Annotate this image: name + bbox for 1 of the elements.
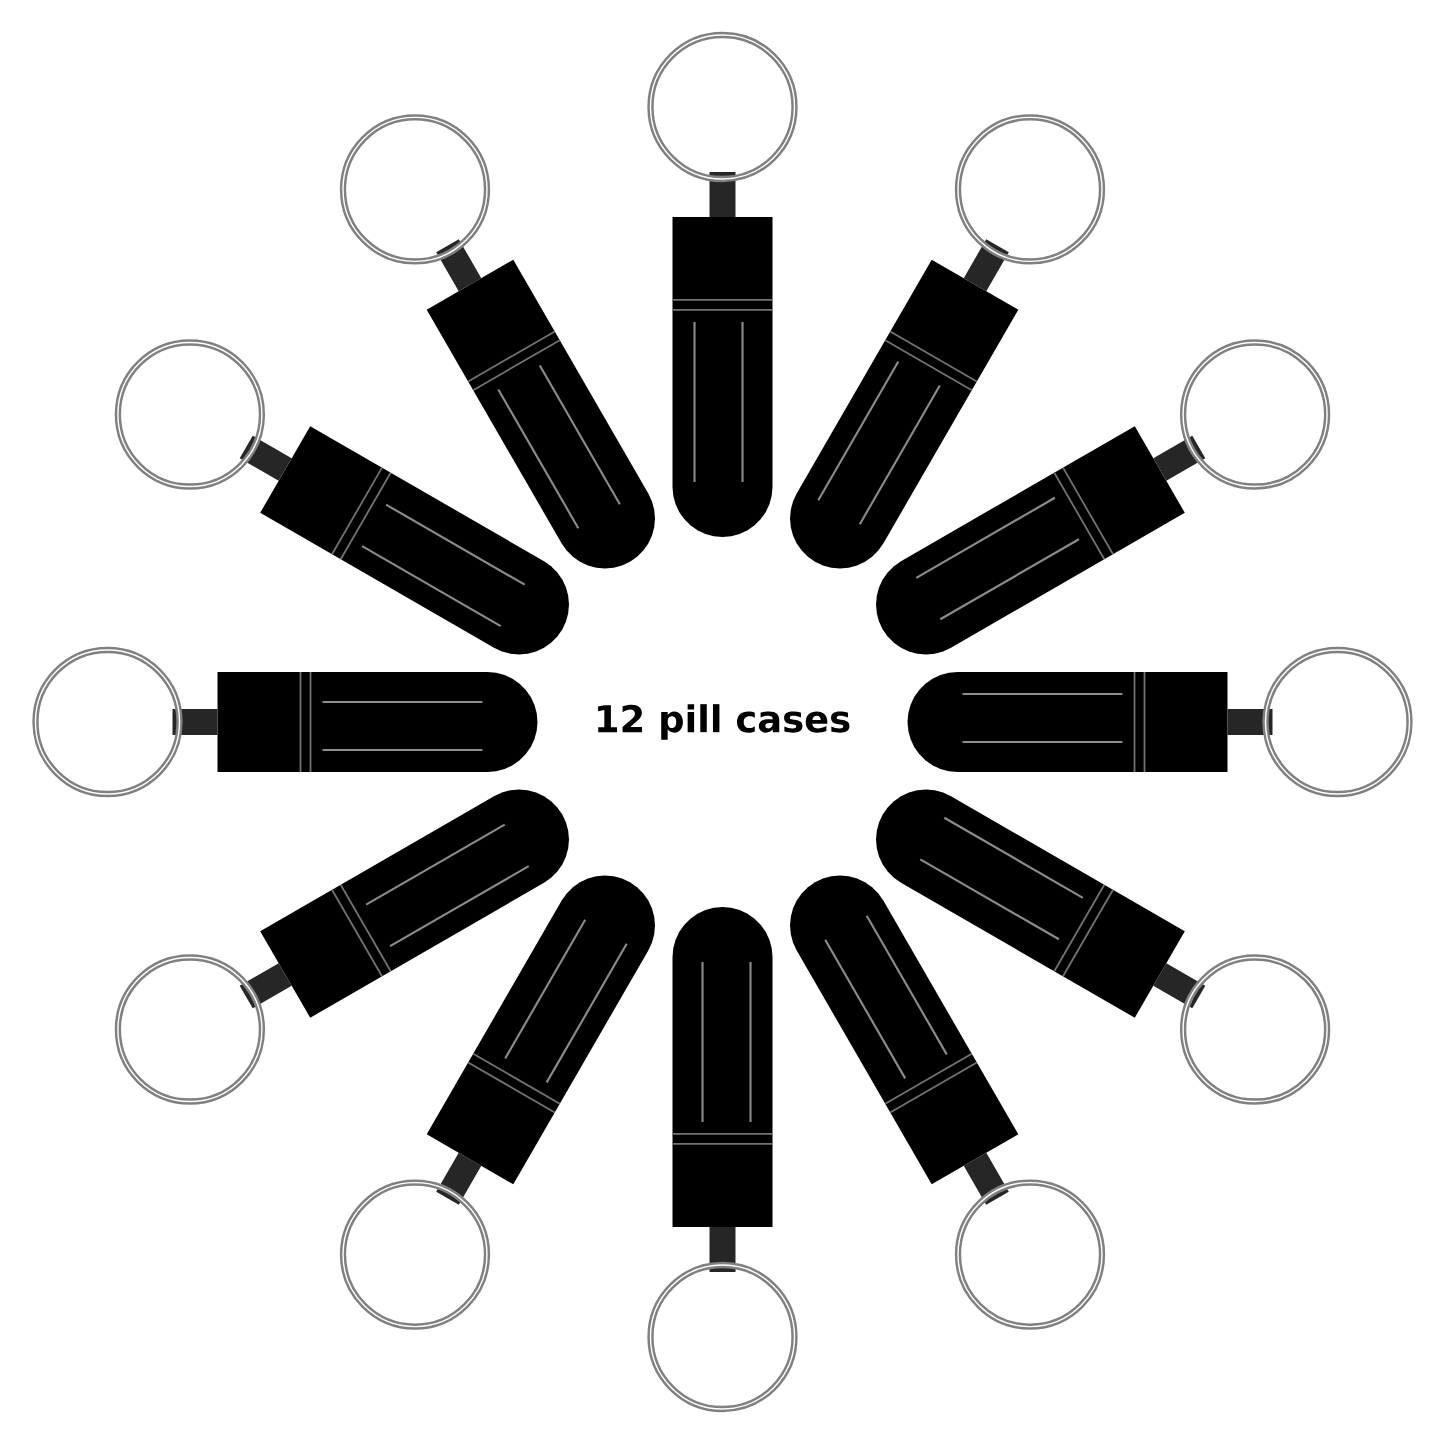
product-label: 12 pill cases bbox=[598, 704, 850, 740]
